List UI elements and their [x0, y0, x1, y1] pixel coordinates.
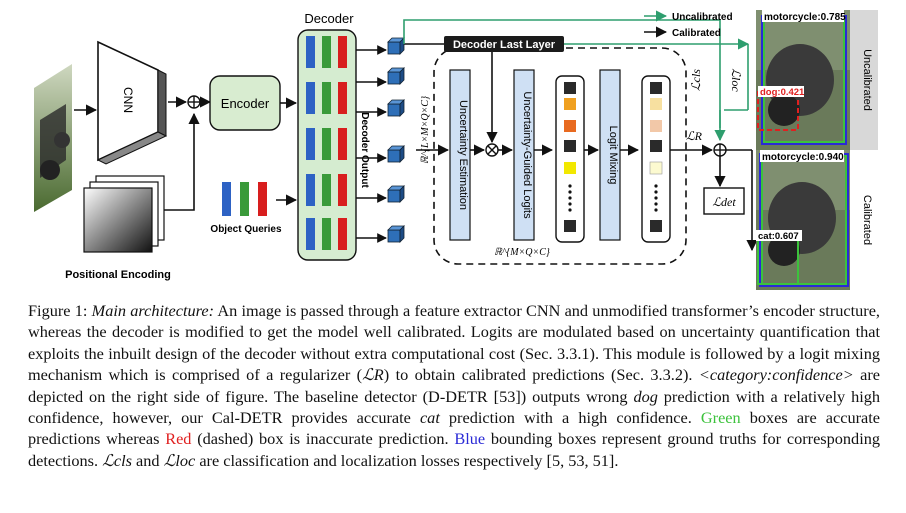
input-image [34, 64, 72, 212]
decoder-bar [306, 128, 315, 160]
decoder-bar [338, 174, 347, 206]
output-cube [387, 37, 405, 55]
caption-dog: dog [633, 386, 658, 406]
det-motorcycle-cal: motorcycle:0.940 [762, 152, 844, 163]
logit-mixing-block: Logit Mixing [599, 69, 621, 241]
svg-text:ℒdet: ℒdet [712, 195, 736, 209]
uncertainty-guided-logits-block: Uncertainty-Guided Logits [513, 69, 535, 241]
cnn-block: CNN [96, 40, 168, 165]
uncertainty-estimation-label: Uncertainty Estimation [457, 100, 469, 210]
output-cube [387, 145, 405, 163]
output-cube [387, 67, 405, 85]
uncalibrated-side-label: Uncalibrated [861, 49, 873, 111]
caption-text-7: (dashed) box is inaccurate prediction. [191, 429, 455, 449]
decoder-bar [338, 218, 347, 250]
decoder-bar [306, 218, 315, 250]
caption-lr: ℒR [362, 365, 384, 385]
calibrated-side-label: Calibrated [861, 195, 873, 245]
decoder-bar [322, 82, 331, 114]
decoder-last-layer: Decoder Last Layer [404, 36, 564, 52]
caption-cat: cat [419, 408, 440, 428]
decoder-bar [338, 36, 347, 68]
decoder-last-layer-label: Decoder Last Layer [453, 39, 556, 51]
decoder-bar [306, 82, 315, 114]
figure-label: Figure 1: [28, 301, 88, 320]
decoder-bar [306, 174, 315, 206]
caption-text-4: prediction with a relatively high confid… [28, 386, 881, 428]
det-motorcycle-uncal: motorcycle:0.785 [764, 12, 846, 23]
plus-node-output [713, 143, 727, 157]
caption-text-9: and [131, 450, 164, 470]
decoder-label: Decoder [304, 11, 354, 26]
caption-green: Green [700, 408, 741, 428]
caption-red: Red [165, 429, 192, 449]
architecture-figure: CNN Positional Encoding Encoder Object Q… [34, 10, 878, 290]
caption-text-10: are classification and localization loss… [195, 450, 619, 470]
decoder-bar [338, 128, 347, 160]
uncertainty-estimation-block: Uncertainty Estimation [449, 69, 471, 241]
caption-text-3: are depicted on the right side of figure… [28, 365, 881, 406]
legend-uncalibrated: Uncalibrated [672, 12, 733, 23]
arrow-pe-plus [164, 112, 200, 211]
caption-category-confidence: <category:confidence> [698, 365, 854, 385]
encoder-block: Encoder [209, 75, 281, 131]
output-cube [387, 185, 405, 203]
caption-text-6: boxes are accurate predictions whereas [28, 408, 880, 449]
caption-main-arch: Main architecture: [91, 301, 215, 320]
object-queries: Object Queries [210, 182, 282, 235]
decoder-block: Decoder [297, 11, 357, 261]
loss-det-box: ℒdet [703, 187, 745, 215]
decoder-bar [322, 174, 331, 206]
logit-column-2 [641, 75, 671, 243]
positional-encoding: Positional Encoding [65, 175, 171, 281]
uncalibrated-path [403, 19, 721, 128]
logit-mixing-label: Logit Mixing [607, 126, 619, 185]
output-cube [387, 99, 405, 117]
architecture-diagram: CNN Positional Encoding Encoder Object Q… [34, 10, 878, 290]
det-dog-uncal: dog:0.421 [760, 87, 805, 98]
encoder-label: Encoder [221, 96, 270, 111]
decoder-bar [322, 218, 331, 250]
det-cat-cal: cat:0.607 [758, 231, 799, 242]
caption-blue: Blue [454, 429, 486, 449]
caption-text-5: prediction with a high confidence. [439, 408, 701, 428]
decoder-bar [338, 82, 347, 114]
cnn-label: CNN [121, 87, 135, 113]
caption-text-2: ) to obtain calibrated predictions (Sec.… [383, 365, 699, 385]
uncertainty-guided-logits-label: Uncertainty-Guided Logits [521, 91, 533, 219]
dim-decoder-output: ℝ^{L×M×Q×C} [420, 96, 431, 164]
figure-caption: Figure 1: Main architecture: An image is… [28, 300, 880, 471]
dim-logits: ℝ^{M×Q×C} [494, 247, 550, 258]
legend: Uncalibrated Calibrated [644, 10, 733, 39]
decoder-bar [306, 36, 315, 68]
legend-calibrated: Calibrated [672, 28, 721, 39]
caption-text-8: bounding boxes represent ground truths f… [28, 429, 881, 470]
logit-column-1 [555, 75, 585, 243]
object-queries-label: Object Queries [210, 224, 282, 235]
calibrated-result-panel: Calibrated motorcycle:0.940 cat:0.607 [756, 150, 873, 290]
positional-encoding-label: Positional Encoding [65, 269, 171, 281]
loss-cls-label: ℒcls [689, 69, 703, 91]
plus-node-encoder [187, 95, 201, 109]
output-cube [387, 225, 405, 243]
uncalibrated-result-panel: Uncalibrated motorcycle:0.785 dog:0.421 [756, 10, 878, 150]
multiply-node [485, 143, 499, 157]
caption-lloc: ℒloc [163, 450, 196, 470]
decoder-bar [322, 36, 331, 68]
caption-lcls: ℒcls [102, 450, 132, 470]
decoder-output-label: Decoder Output [359, 112, 370, 188]
decoder-bar [322, 128, 331, 160]
loss-r-label: ℒR [686, 129, 703, 143]
caption-paragraph: Figure 1: Main architecture: An image is… [28, 300, 880, 471]
loss-loc-label: ℒloc [729, 68, 743, 92]
caption-text-1: An image is passed through a feature ext… [28, 301, 880, 385]
